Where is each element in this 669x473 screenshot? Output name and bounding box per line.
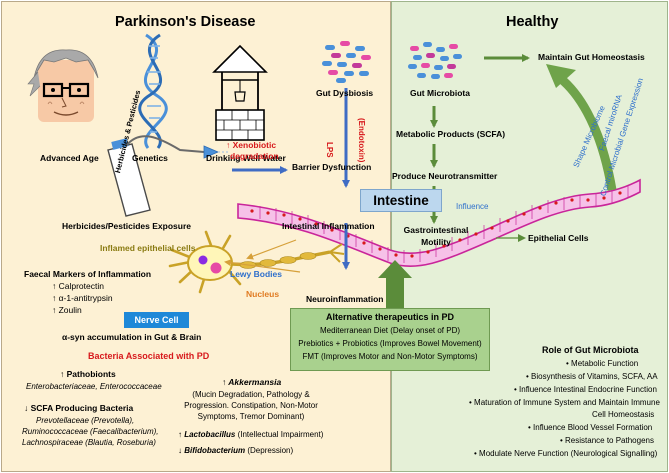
lewy-bodies-label: Lewy Bodies (230, 269, 282, 279)
dna-helix-icon (138, 33, 168, 149)
bifido-row: ↓ Bifidobacterium (Depression) (178, 446, 293, 455)
epithelial-cells-label: Epithelial Cells (528, 233, 589, 243)
arrow-alt-head (378, 260, 412, 278)
gi-motility-label-2: Motility (421, 237, 451, 247)
asyn-label: α-syn accumulation in Gut & Brain (62, 332, 202, 342)
healthy-microbiota-icon (408, 42, 462, 79)
herbicides-label: Herbicides/Pesticides Exposure (62, 221, 191, 231)
akkermansia-desc: Symptoms, Tremor Dominant) (197, 412, 305, 421)
alt-line: FMT (Improves Motor and Non-Motor Sympto… (302, 352, 478, 361)
bifido-name: ↓ Bifidobacterium (178, 446, 246, 455)
scfa-title: ↓ SCFA Producing Bacteria (24, 403, 134, 413)
maintain-homeostasis-label: Maintain Gut Homeostasis (538, 52, 645, 62)
neuroinflammation-label: Neuroinflammation (306, 294, 384, 304)
scfa-item: Lachnospiraceae (Blautia, Roseburia) (22, 438, 156, 447)
nerve-cell-icon (168, 230, 345, 294)
lactobacillus-name: ↑ Lactobacillus (178, 430, 236, 439)
xenobiotic-label-2: degradation (230, 151, 279, 161)
scfa-item: Ruminococcaceae (Faecalibacterium), (22, 427, 159, 436)
arrow-shape-microbiome (557, 74, 617, 191)
role-item: • Influence Blood Vessel Formation (528, 423, 653, 432)
alt-line: Prebiotics + Probiotics (Improves Bowel … (298, 339, 482, 348)
barrier-label: Barrier Dysfunction (292, 162, 372, 172)
intestine-label: Intestine (360, 189, 442, 212)
produce-nt-label: Produce Neurotransmitter (392, 171, 498, 181)
gut-microbiota-label: Gut Microbiota (410, 88, 470, 98)
role-item: • Biosynthesis of Vitamins, SCFA, AA (526, 372, 658, 381)
well-water-label: Drinking Well Water (206, 153, 286, 163)
inflamed-cells-label: Inflamed epithelial cells (100, 243, 196, 253)
role-item: • Influence Intestinal Endocrine Functio… (514, 385, 657, 394)
advanced-age-label: Advanced Age (40, 153, 99, 163)
lactobacillus-desc: (Intellectual Impairment) (237, 430, 324, 439)
xenobiotic-label-1: ↑ Xenobiotic (226, 140, 277, 150)
arrow-neuro-to-nucleus (224, 259, 301, 273)
pesticide-sprayer-icon (107, 135, 228, 217)
role-item-cont: Cell Homeostasis (592, 410, 655, 419)
arrow-alt-shaft (386, 274, 404, 308)
lps-label: LPS (325, 142, 334, 158)
healthy-panel (391, 1, 668, 472)
healthy-title: Healthy (506, 14, 559, 30)
endotoxin-label: (Endotoxin) (357, 118, 366, 163)
nerve-cell-label: Nerve Cell (124, 312, 189, 328)
pathobionts-title: ↑ Pathobionts (60, 369, 116, 379)
bifido-desc: (Depression) (247, 446, 294, 455)
role-item: • Metabolic Function (566, 359, 639, 368)
arrow-shape-head (546, 64, 576, 88)
intestinal-inflammation-label: Intestinal Inflammation (282, 221, 375, 231)
faecal-marker: ↑ Calprotectin (52, 281, 104, 291)
alt-line: Mediterranean Diet (Delay onset of PD) (319, 326, 461, 335)
akkermansia-title: ↑ Akkermansia (222, 377, 282, 387)
gi-motility-label-1: Gastrointestinal (403, 225, 469, 235)
faecal-marker: ↑ α-1-antitrypsin (52, 293, 113, 303)
role-item: • Modulate Nerve Function (Neurological … (474, 449, 658, 458)
influence-label: Influence (456, 202, 489, 211)
nucleus-label: Nucleus (246, 289, 280, 299)
alt-title: Alternative therapeutics in PD (325, 312, 455, 322)
bacteria-title: Bacteria Associated with PD (88, 351, 210, 361)
alt-therapeutics-box: Alternative therapeutics in PD Mediterra… (290, 308, 490, 371)
arrow-to-inflamed-cells (246, 239, 297, 260)
elderly-face-icon (27, 49, 99, 122)
faecal-markers-title: Faecal Markers of Inflammation (24, 269, 152, 279)
metabolic-products-label: Metabolic Products (SCFA) (396, 129, 506, 139)
gut-dysbiosis-label: Gut Dysbiosis (316, 88, 374, 98)
scfa-item: Prevotellaceae (Prevotella), (36, 416, 135, 425)
role-title: Role of Gut Microbiota (542, 345, 639, 355)
role-item: • Resistance to Pathogens (560, 436, 654, 445)
genetics-label: Genetics (132, 153, 168, 163)
dysbiosis-bacteria-icon (322, 41, 371, 83)
role-item: • Maturation of Immune System and Mainta… (469, 398, 660, 407)
pathobionts-list: Enterobacteriaceae, Enterococcaceae (26, 382, 162, 391)
akkermansia-desc: Progression. Constipation, Non-Motor (184, 401, 318, 410)
faecal-marker: ↑ Zoulin (52, 305, 82, 315)
akkermansia-desc: (Mucin Degradation, Pathology & (192, 390, 310, 399)
intestine-wall (237, 178, 641, 267)
water-well-icon (212, 44, 268, 141)
lactobacillus-row: ↑ Lactobacillus (Intellectual Impairment… (178, 430, 323, 439)
pd-title: Parkinson's Disease (115, 14, 256, 30)
